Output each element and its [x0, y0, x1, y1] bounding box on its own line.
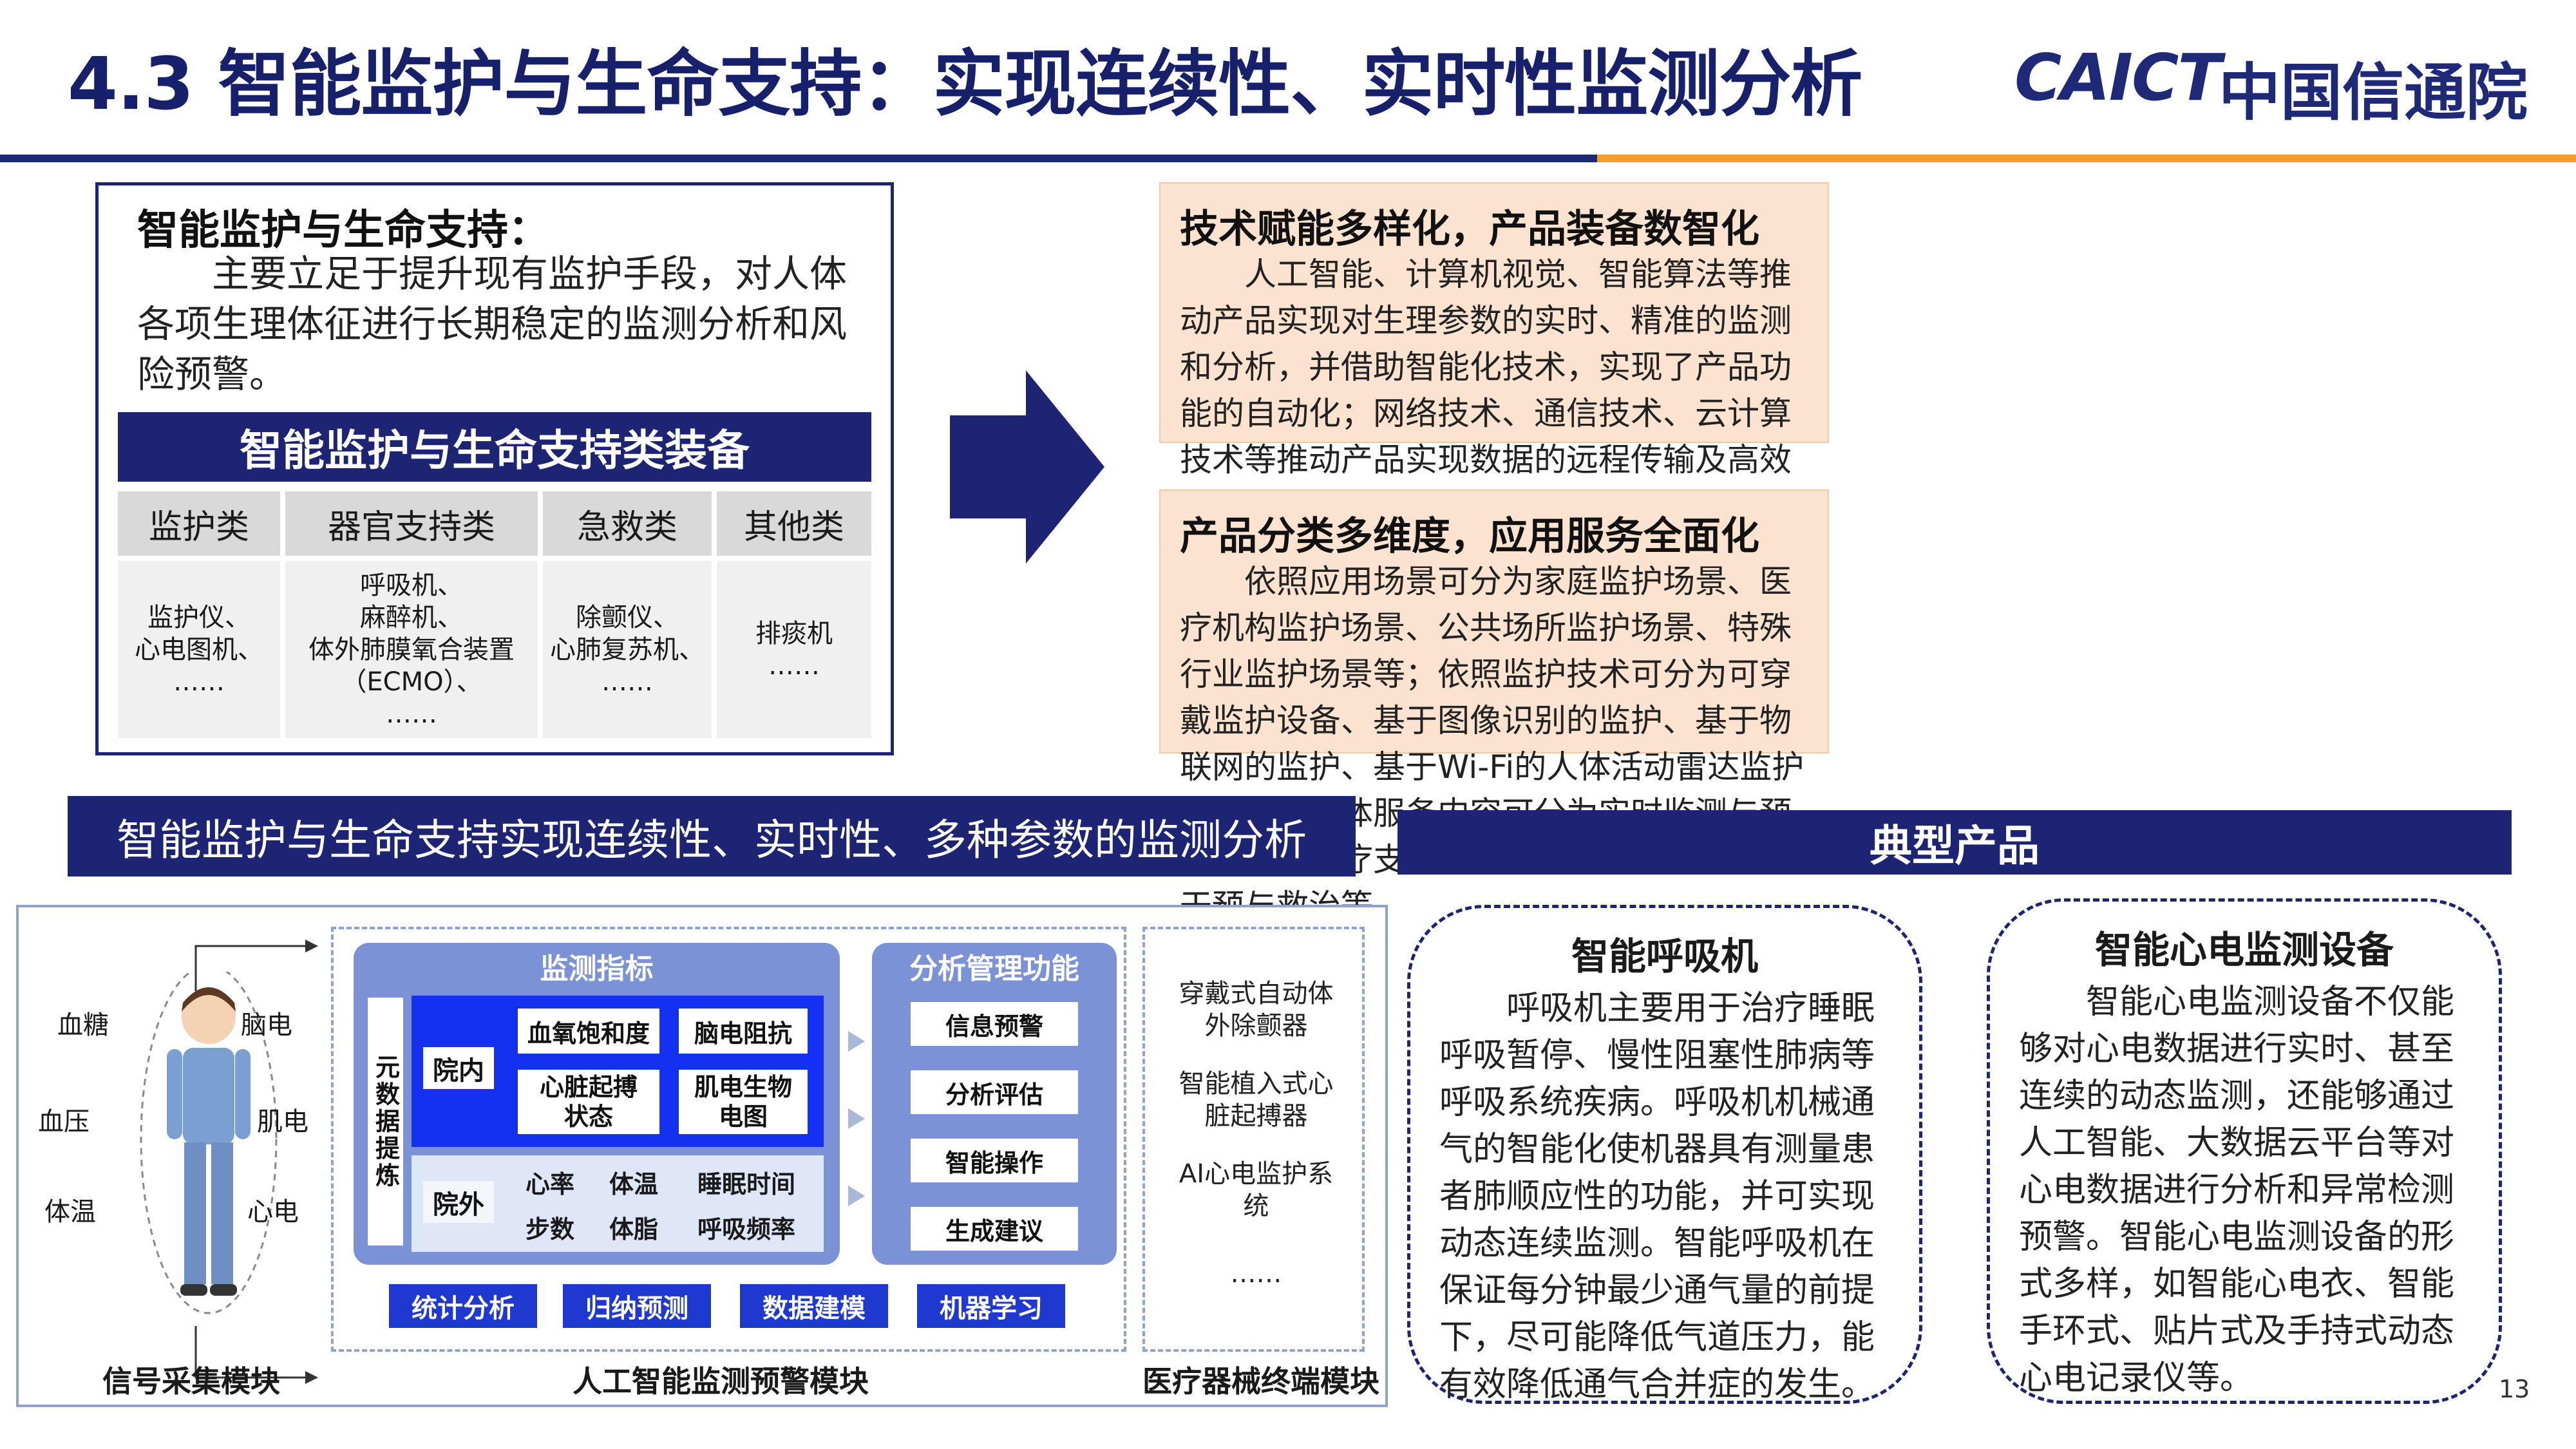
table-cell-monitoring: 监护仪、 心电图机、 ……: [118, 561, 280, 738]
function-analysis-eval: 分析评估: [911, 1070, 1078, 1114]
inpatient-label: 院内: [423, 1047, 494, 1089]
feature-panel-tech: 技术赋能多样化，产品装备数智化 人工智能、计算机视觉、智能算法等推动产品实现对生…: [1159, 182, 1829, 618]
analysis-title: 分析管理功能: [909, 952, 1079, 985]
terminal-item-aed: 穿戴式自动体外除颤器: [1179, 979, 1334, 1041]
table-cell-other: 排痰机 ……: [717, 561, 871, 738]
cell-line: 排痰机: [755, 618, 833, 649]
ai-module-region: [331, 927, 1126, 1352]
feature-heading: 产品分类多维度，应用服务全面化: [1180, 514, 1759, 559]
analysis-panel: 分析管理功能 信息预警 分析评估 智能操作 生成建议: [872, 943, 1117, 1265]
metadata-refine-label: 元数据提炼: [368, 998, 403, 1245]
cell-line: 体外肺膜氧合装置: [308, 634, 515, 665]
terminal-item-ecg-system: AI心电监护系统: [1179, 1159, 1334, 1221]
function-info-alert: 信息预警: [911, 1002, 1078, 1046]
method-machine-learning: 机器学习: [917, 1284, 1065, 1328]
cell-line: （ECMO）、: [341, 667, 482, 697]
metric-text: 心脏起搏状态: [539, 1073, 638, 1131]
terminal-item-more: ……: [1230, 1259, 1282, 1289]
cell-line: 呼吸机、: [360, 570, 463, 600]
metric-emg: 肌电生物电图: [679, 1070, 808, 1134]
product-card-ventilator: 智能呼吸机 呼吸机主要用于治疗睡眠呼吸暂停、慢性阻塞性肺病等呼吸系统疾病。呼吸机…: [1407, 905, 1922, 1404]
table-header-emergency: 急救类: [543, 491, 712, 556]
metric-pacemaker-status: 心脏起搏状态: [518, 1070, 659, 1134]
metric-text: 肌电生物电图: [694, 1073, 792, 1131]
param-eeg: 脑电: [241, 1010, 292, 1040]
product-body: 智能心电监测设备不仅能够对心电数据进行实时、甚至连续的动态监测，还能够通过人工智…: [2019, 983, 2455, 1397]
param-blood-pressure: 血压: [38, 1107, 90, 1137]
inpatient-panel: 院内 血氧饱和度 脑电阻抗 心脏起搏状态 肌电生物电图: [412, 996, 824, 1147]
param-body-temp: 体温: [44, 1197, 96, 1227]
terminal-item-pacemaker: 智能植入式心脏起搏器: [1179, 1069, 1334, 1131]
param-blood-sugar: 血糖: [57, 1010, 109, 1040]
method-inductive-prediction: 归纳预测: [563, 1284, 711, 1328]
equipment-table-title: 智能监护与生命支持类装备: [118, 412, 871, 482]
metric-blood-oxygen: 血氧饱和度: [518, 1009, 659, 1054]
feature-heading: 技术赋能多样化，产品装备数智化: [1180, 207, 1759, 252]
products-title: 典型产品: [1397, 810, 2512, 875]
function-smart-operation: 智能操作: [911, 1139, 1078, 1182]
flow-arrow-icon: [848, 1031, 865, 1052]
diagram-frame: 血糖 血压 体温 脑电 肌电 心电 监测指标 元数据提炼 院内 血氧饱和度 脑电…: [16, 905, 1388, 1407]
module-label-ai: 人工智能监测预警模块: [573, 1364, 869, 1399]
flow-arrow-icon: [848, 1108, 865, 1129]
intro-panel: 智能监护与生命支持： 主要立足于提升现有监护手段，对人体各项生理体征进行长期稳定…: [95, 182, 894, 755]
function-generate-advice: 生成建议: [911, 1207, 1078, 1251]
flow-arrow-icon: [848, 1186, 865, 1206]
product-name: 智能呼吸机: [1571, 934, 1758, 978]
cell-line: ……: [768, 650, 820, 681]
terminal-module-region: 穿戴式自动体外除颤器 智能植入式心脏起搏器 AI心电监护系统 ……: [1142, 927, 1365, 1352]
cell-line: 心电图机、: [135, 634, 263, 665]
header-divider: [0, 155, 1597, 162]
module-label-terminal: 医疗器械终端模块: [1142, 1364, 1379, 1399]
metric-body-fat: 体脂: [609, 1215, 658, 1244]
header-divider-accent: [1597, 155, 2576, 162]
outpatient-panel: 院外 心率 体温 睡眠时间 步数 体脂 呼吸频率: [412, 1155, 824, 1252]
caict-logo: CAICT: [2014, 40, 2222, 115]
product-name: 智能心电监测设备: [2094, 928, 2394, 972]
cell-line: ……: [386, 699, 437, 729]
cell-line: 麻醉机、: [360, 602, 463, 632]
method-data-modeling: 数据建模: [740, 1284, 888, 1328]
intro-body: 主要立足于提升现有监护手段，对人体各项生理体征进行长期稳定的监测分析和风险预警。: [137, 252, 848, 396]
param-emg: 肌电: [257, 1107, 308, 1137]
table-cell-organ-support: 呼吸机、 麻醉机、 体外肺膜氧合装置 （ECMO）、 ……: [285, 561, 538, 738]
metric-respiration-rate: 呼吸频率: [697, 1215, 795, 1244]
product-body: 呼吸机主要用于治疗睡眠呼吸暂停、慢性阻塞性肺病等呼吸系统疾病。呼吸机机械通气的智…: [1439, 989, 1875, 1404]
cell-line: ……: [173, 667, 225, 697]
table-header-monitoring: 监护类: [118, 491, 280, 556]
connector-arrow-icon: [194, 940, 318, 1384]
module-label-signal: 信号采集模块: [102, 1364, 280, 1399]
cell-line: 除颤仪、: [576, 602, 679, 632]
monitoring-panel: 监测指标 元数据提炼 院内 血氧饱和度 脑电阻抗 心脏起搏状态 肌电生物电图 院…: [354, 943, 840, 1265]
method-statistics: 统计分析: [389, 1284, 537, 1328]
table-header-organ-support: 器官支持类: [285, 491, 538, 556]
outpatient-label: 院外: [423, 1181, 494, 1223]
page-number: 13: [2499, 1375, 2530, 1403]
diagram-banner: 智能监护与生命支持实现连续性、实时性、多种参数的监测分析: [68, 796, 1356, 876]
right-arrow-icon: [950, 370, 1104, 564]
intro-heading: 智能监护与生命支持：: [137, 207, 549, 254]
metric-eeg-impedance: 脑电阻抗: [679, 1009, 808, 1054]
metric-temperature: 体温: [609, 1170, 658, 1198]
metric-sleep-time: 睡眠时间: [697, 1170, 795, 1198]
cell-line: ……: [601, 667, 653, 697]
table-header-other: 其他类: [717, 491, 871, 556]
param-ecg: 心电: [247, 1197, 299, 1227]
metric-heart-rate: 心率: [525, 1170, 574, 1198]
cell-line: 心肺复苏机、: [550, 634, 705, 665]
caict-logo-text: 中国信通院: [2219, 57, 2528, 129]
side-label-text: 元数据提炼: [371, 1054, 400, 1189]
metric-steps: 步数: [525, 1215, 574, 1244]
monitoring-title: 监测指标: [540, 952, 654, 985]
person-icon: [140, 972, 278, 1314]
page-title: 4.3 智能监护与生命支持：实现连续性、实时性监测分析: [68, 43, 1862, 126]
cell-line: 监护仪、: [147, 602, 251, 632]
product-card-ecg: 智能心电监测设备 智能心电监测设备不仅能够对心电数据进行实时、甚至连续的动态监测…: [1987, 898, 2502, 1404]
table-cell-emergency: 除颤仪、 心肺复苏机、 ……: [543, 561, 712, 738]
feature-panel-classification: 产品分类多维度，应用服务全面化 依照应用场景可分为家庭监护场景、医疗机构监护场景…: [1159, 489, 1829, 925]
